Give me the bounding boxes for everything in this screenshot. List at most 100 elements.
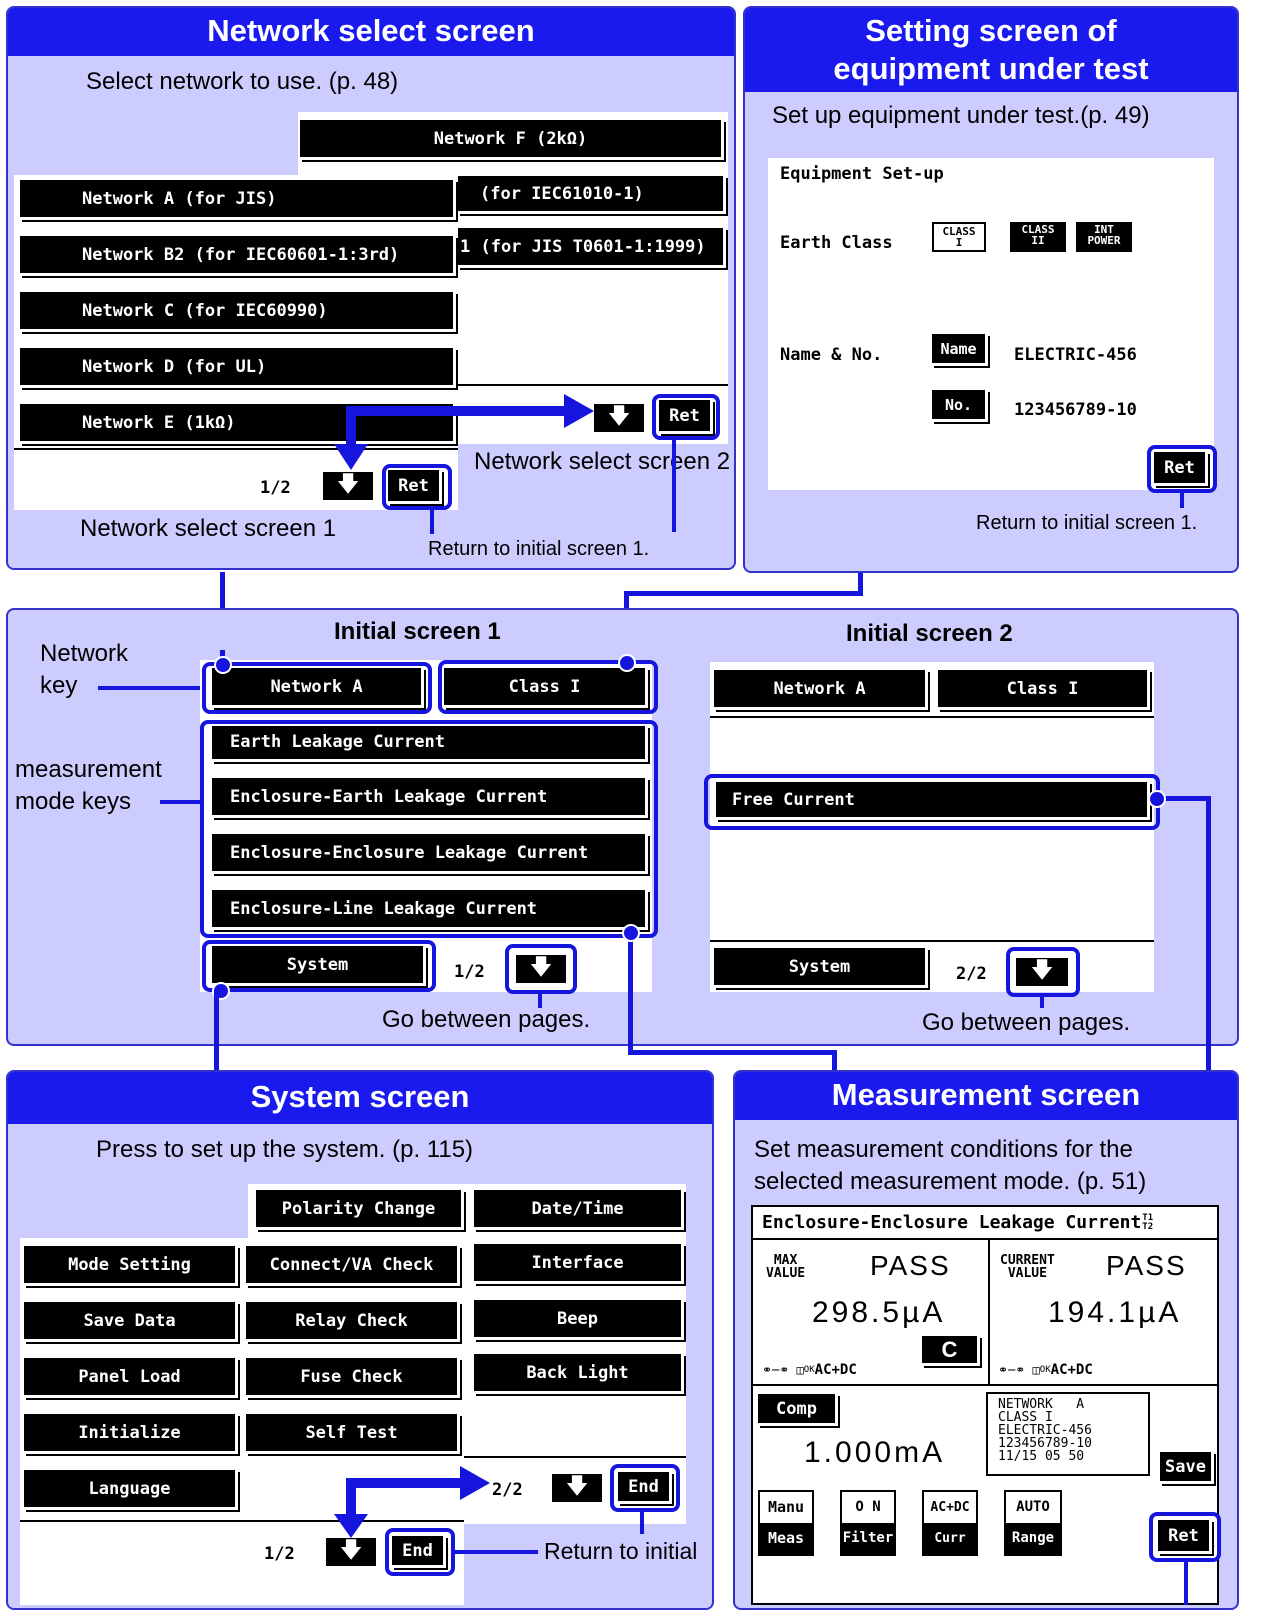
network-a-key-2[interactable]: Network A — [714, 670, 928, 710]
mode-setting-key[interactable]: Mode Setting — [24, 1246, 238, 1286]
end-button-2[interactable]: End — [618, 1472, 672, 1504]
mode-keys-label-2: mode keys — [15, 788, 132, 815]
page-down-icon[interactable]: 🡇 — [516, 954, 566, 983]
self-test-key[interactable]: Self Test — [246, 1414, 460, 1454]
connector — [214, 990, 219, 1072]
arrow-connector — [346, 406, 572, 416]
network-select-title: Network select screen — [8, 8, 734, 56]
network-jis-t0601-key[interactable]: 1 (for JIS T0601-1:1999) — [458, 228, 726, 268]
page-down-icon-2[interactable]: 🡇 — [1016, 957, 1068, 986]
go-between-pages-1: Go between pages. — [382, 1006, 591, 1033]
current-status: PASS — [1106, 1250, 1187, 1281]
divider — [458, 384, 728, 386]
divider — [464, 1456, 686, 1458]
page-down-icon[interactable]: 🡇 — [323, 471, 373, 500]
network-a-key[interactable]: Network A (for JIS) — [20, 180, 456, 220]
manu-label: Manu — [767, 1498, 805, 1516]
fuse-check-key[interactable]: Fuse Check — [246, 1358, 460, 1398]
class-i-key-2[interactable]: Class I — [938, 670, 1150, 710]
network-a-key[interactable]: Network A — [212, 668, 424, 708]
network-f-key[interactable]: Network F (2kΩ) — [300, 120, 724, 160]
divider — [752, 1238, 1218, 1240]
filter-key[interactable]: O N Filter — [840, 1490, 896, 1556]
measurement-ret-button[interactable]: Ret — [1158, 1520, 1212, 1554]
current-label-2: VALUE — [1007, 1266, 1047, 1281]
enclosure-enclosure-key[interactable]: Enclosure-Enclosure Leakage Current — [212, 834, 648, 874]
free-current-key[interactable]: Free Current — [716, 782, 1150, 820]
highlight-measurement-ret — [1149, 1512, 1221, 1562]
name-key[interactable]: Name — [932, 334, 988, 366]
highlight-system-key — [202, 940, 436, 992]
relay-check-key[interactable]: Relay Check — [246, 1302, 460, 1342]
equipment-title-line-1: Setting screen of — [865, 13, 1117, 48]
system-key-2[interactable]: System — [714, 948, 928, 988]
highlight-ret-1 — [382, 464, 452, 510]
no-value: 123456789-10 — [1014, 400, 1137, 420]
polarity-change-key[interactable]: Polarity Change — [256, 1190, 464, 1230]
meas-label: Meas — [760, 1523, 812, 1554]
highlight-class-key — [438, 660, 658, 714]
network-b2-key[interactable]: Network B2 (for IEC60601-1:3rd) — [20, 236, 456, 276]
page-down-icon[interactable]: 🡇 — [552, 1473, 602, 1502]
date-time-key[interactable]: Date/Time — [474, 1190, 684, 1230]
initial-screen-2-title: Initial screen 2 — [846, 620, 1013, 647]
equipment-ret-button[interactable]: Ret — [1154, 452, 1208, 486]
highlight-ret-2 — [652, 394, 720, 440]
system-key[interactable]: System — [212, 946, 426, 986]
panel-load-key[interactable]: Panel Load — [24, 1358, 238, 1398]
page-down-icon-2[interactable]: 🡇 — [326, 1537, 376, 1566]
network-c-key[interactable]: Network C (for IEC60990) — [20, 292, 456, 332]
current-label-1: CURRENT — [1000, 1253, 1055, 1268]
system-page-1: 1/2 — [264, 1544, 295, 1564]
ok-label-2: OK — [1039, 1365, 1051, 1375]
comp-button[interactable]: Comp — [758, 1394, 838, 1426]
network-ret-button-2[interactable]: Ret — [659, 400, 713, 434]
connector — [1206, 796, 1211, 1072]
save-button[interactable]: Save — [1160, 1452, 1214, 1484]
save-data-key[interactable]: Save Data — [24, 1302, 238, 1342]
connection-icon-2: ⚭─⚭ ◫OKAC+DC — [998, 1362, 1093, 1378]
interface-key[interactable]: Interface — [474, 1244, 684, 1284]
beep-key[interactable]: Beep — [474, 1300, 684, 1340]
highlight-network-key — [202, 662, 432, 714]
no-key[interactable]: No. — [932, 390, 988, 422]
callout-line — [98, 686, 202, 690]
end-button-1[interactable]: End — [392, 1536, 446, 1568]
callout-line — [430, 510, 434, 534]
arrow-down-icon — [334, 444, 368, 470]
connector — [624, 591, 863, 596]
curr-key[interactable]: AC+DC Curr — [922, 1490, 978, 1556]
initialize-key[interactable]: Initialize — [24, 1414, 238, 1454]
callout-line — [160, 800, 198, 804]
return-text-2: Return to initial screen 1. — [976, 512, 1198, 534]
earth-leakage-key[interactable]: Earth Leakage Current — [212, 726, 648, 762]
connector — [628, 930, 633, 1054]
enclosure-line-key[interactable]: Enclosure-Line Leakage Current — [212, 890, 648, 930]
network-select-desc: Select network to use. (p. 48) — [86, 68, 399, 95]
network-d-key[interactable]: Network D (for UL) — [20, 348, 456, 388]
manu-meas-key[interactable]: Manu Meas — [758, 1490, 814, 1556]
network-ret-button-1[interactable]: Ret — [388, 470, 442, 504]
mode-keys-label-1: measurement — [15, 756, 162, 783]
highlight-page-key-2 — [1006, 947, 1080, 997]
class-i-key[interactable]: Class I — [444, 668, 648, 708]
connect-va-check-key[interactable]: Connect/VA Check — [246, 1246, 460, 1286]
callout-line — [1040, 996, 1044, 1008]
network-key-label-2: key — [40, 672, 78, 699]
arrow-down-icon — [334, 1514, 368, 1538]
language-key[interactable]: Language — [24, 1470, 238, 1510]
enclosure-earth-key[interactable]: Enclosure-Earth Leakage Current — [212, 778, 648, 818]
network-iec61010-key[interactable]: (for IEC61010-1) — [458, 176, 726, 214]
back-light-key[interactable]: Back Light — [474, 1354, 684, 1394]
clear-button[interactable]: C — [922, 1336, 980, 1366]
arrow-connector — [346, 406, 356, 448]
divider-v — [988, 1238, 990, 1384]
comp-value: 1.000mA — [804, 1436, 946, 1469]
range-key[interactable]: AUTO Range — [1004, 1490, 1062, 1556]
page-down-icon-2[interactable]: 🡇 — [594, 403, 644, 432]
divider — [14, 448, 458, 450]
filter-on-label: O N — [855, 1499, 881, 1515]
